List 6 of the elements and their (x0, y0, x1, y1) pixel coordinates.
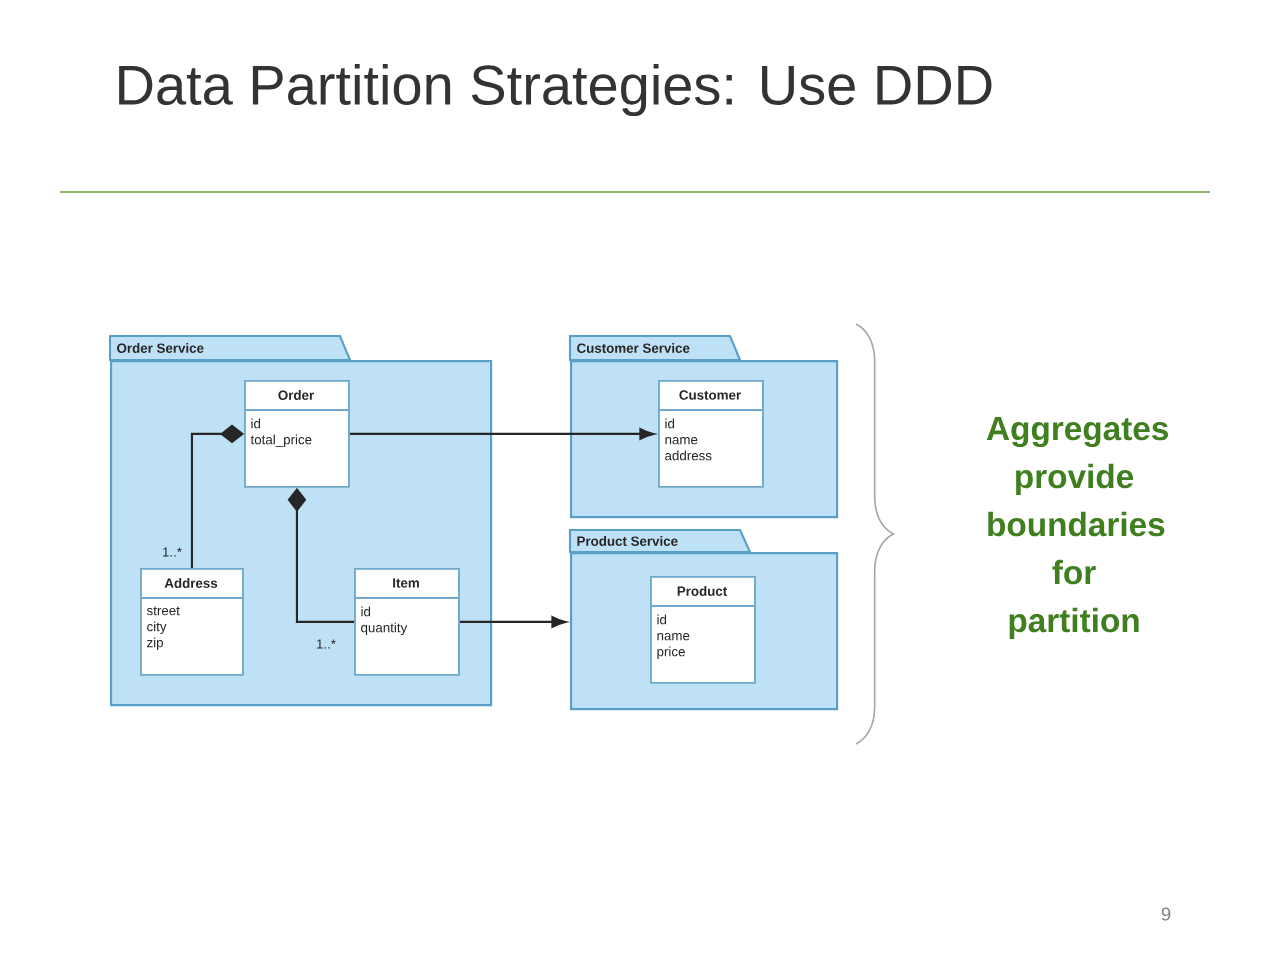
arrow (459, 616, 567, 628)
page-number: 9 (1161, 907, 1171, 921)
arrow (349, 428, 655, 440)
composition-line (190, 424, 244, 568)
note-text: Aggregates provide boundaries for partition (986, 417, 1169, 639)
slide-title: Data Partition Strategies: Use DDD (119, 63, 992, 117)
